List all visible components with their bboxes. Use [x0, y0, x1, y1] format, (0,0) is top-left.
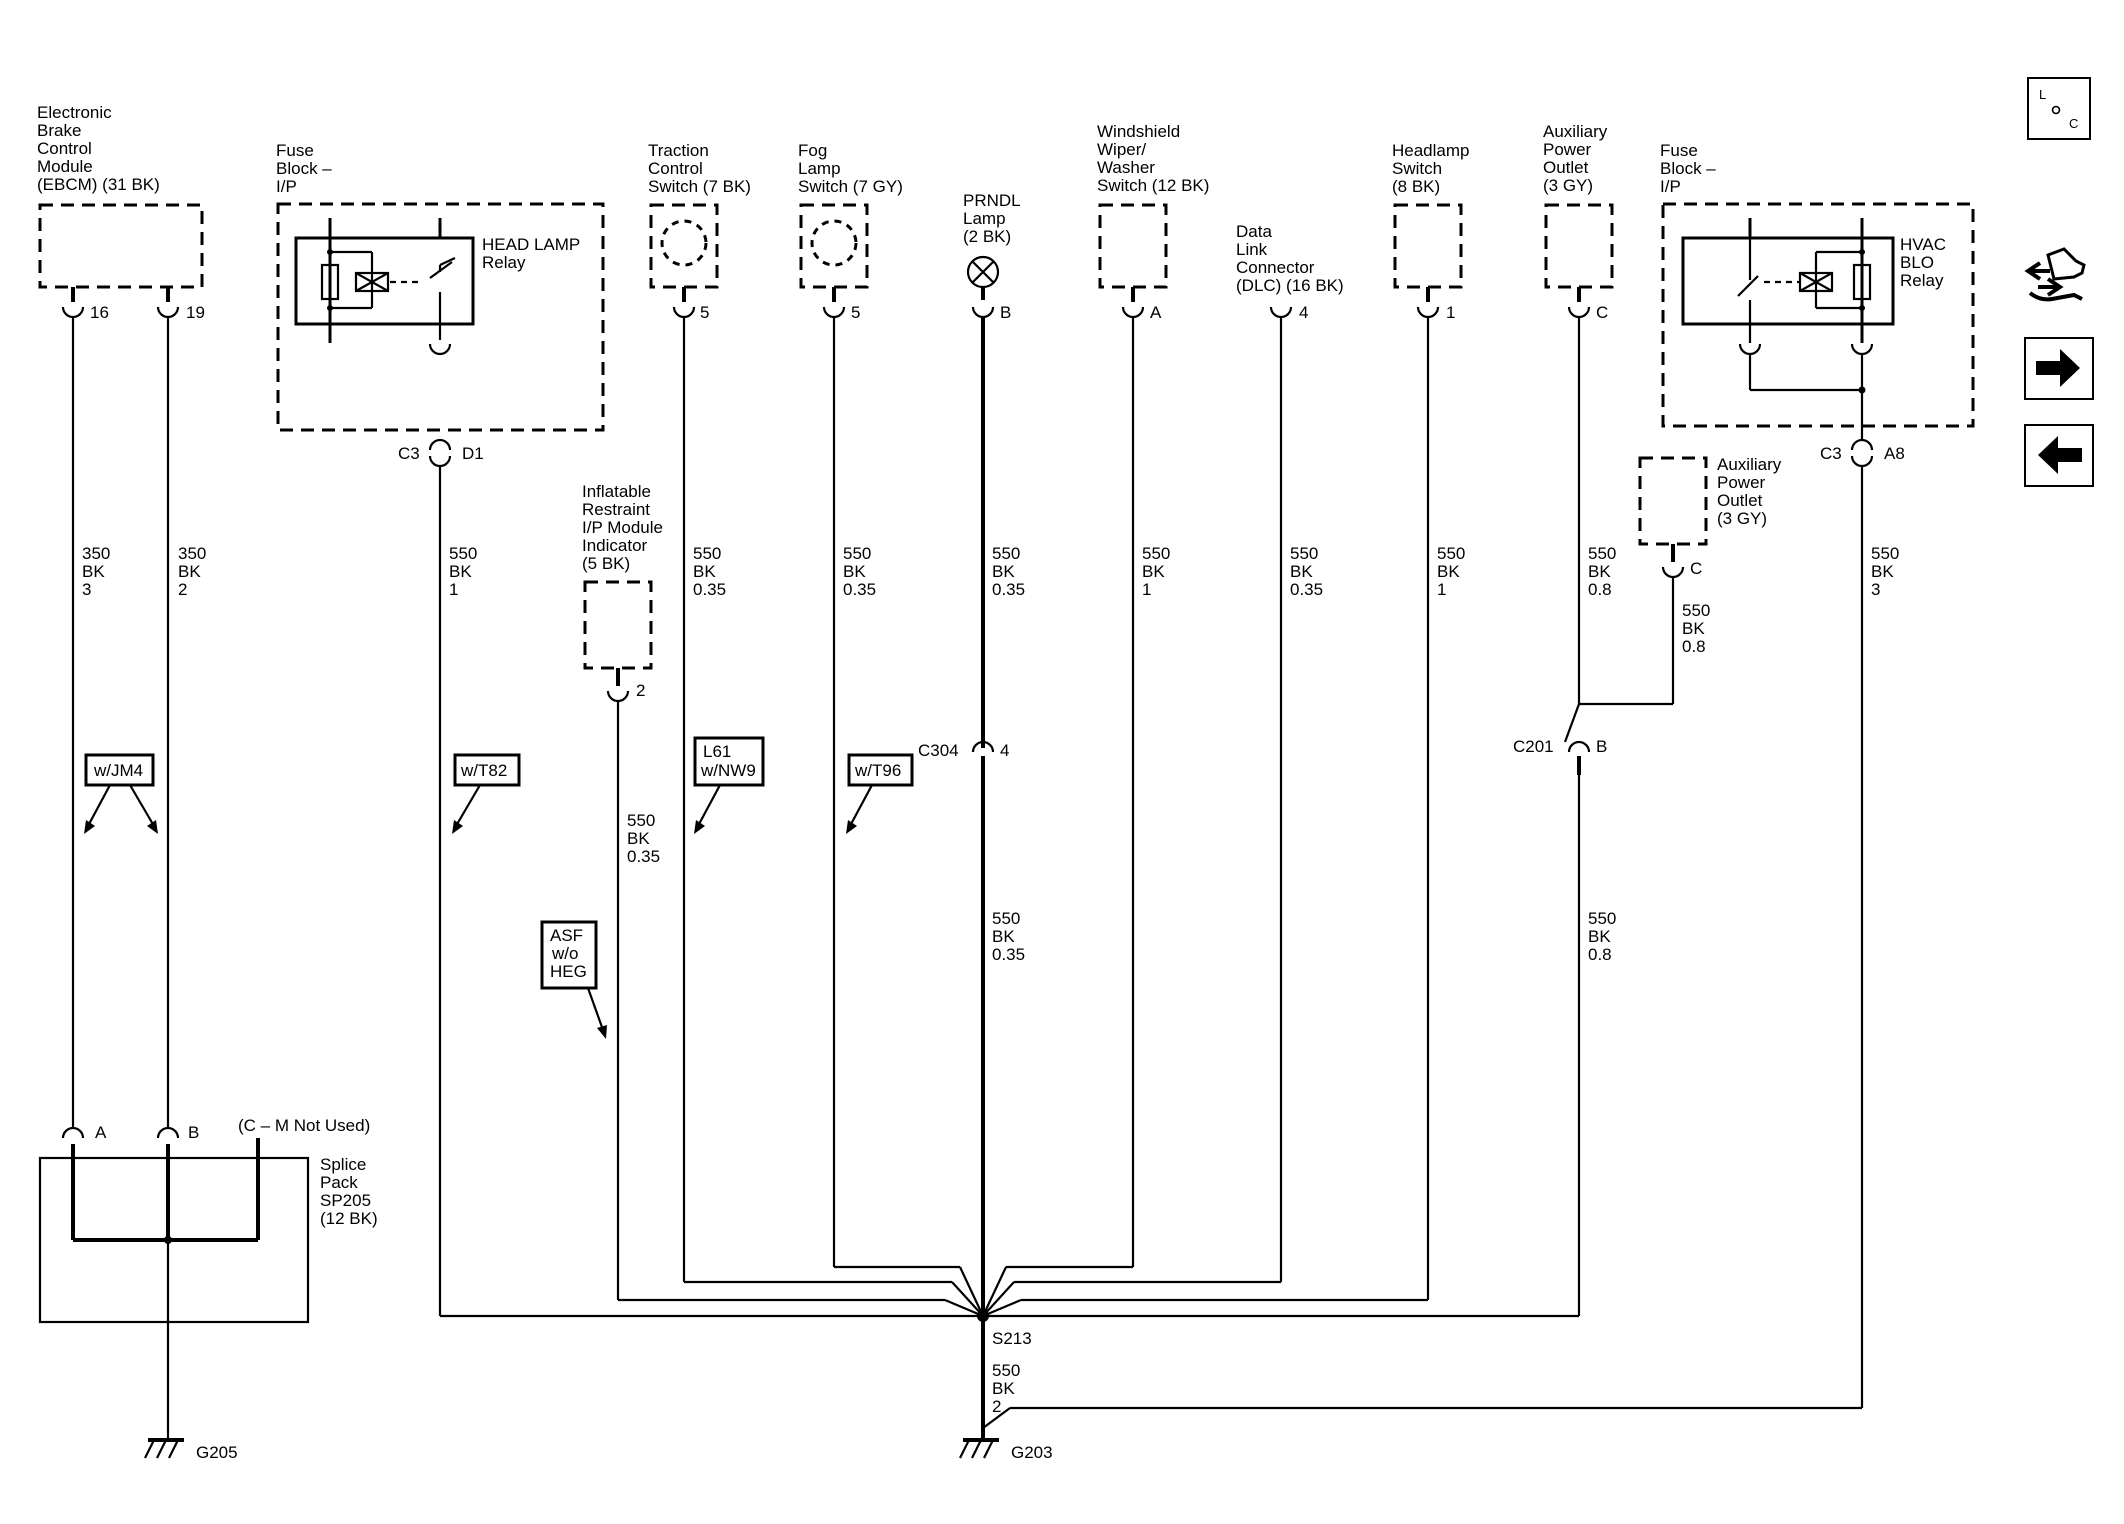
svg-text:C: C: [1690, 559, 1702, 578]
svg-text:2: 2: [636, 681, 645, 700]
head-lamp-relay: [294, 218, 475, 356]
aux-outlet-top-label: Auxiliary Power Outlet (3 GY): [1543, 122, 1612, 195]
inflatable-outline: [583, 580, 653, 670]
fuse-block-left-outline: [276, 202, 605, 432]
connector-button[interactable]: [2024, 243, 2096, 318]
svg-text:G205: G205: [196, 1443, 238, 1462]
ebcm-outline: [38, 203, 204, 289]
option-t96: w/T96: [846, 753, 914, 834]
svg-text:A: A: [1150, 303, 1162, 322]
traction-switch-symbol: [660, 219, 708, 267]
loc-button[interactable]: L C: [2027, 77, 2091, 140]
next-page-button[interactable]: [2024, 337, 2094, 400]
ground-g205: G205: [144, 1438, 238, 1462]
fuse-block-left-label: Fuse Block – I/P: [276, 141, 336, 196]
connector-icon: [2024, 247, 2086, 302]
fog-switch-symbol: [810, 219, 858, 267]
aux-outlet-top-outline: [1544, 203, 1614, 289]
svg-text:B: B: [1596, 737, 1607, 756]
svg-text:5: 5: [700, 303, 709, 322]
prndl-label: PRNDL Lamp (2 BK): [963, 191, 1025, 246]
svg-text:4: 4: [1000, 741, 1009, 760]
svg-text:D1: D1: [462, 444, 484, 463]
pin-labels: 16 19 5 5 B A 4 1 C C 2 C3 D1 C3 A8 C304…: [90, 303, 1905, 1142]
hvac-blo-relay: [1681, 218, 1895, 440]
wiper-label: Windshield Wiper/ Washer Switch (12 BK): [1097, 122, 1209, 195]
aux-outlet-mid-outline: [1638, 456, 1708, 546]
svg-text:16: 16: [90, 303, 109, 322]
fuse-block-right-label: Fuse Block – I/P: [1660, 141, 1720, 196]
option-t82: w/T82: [452, 753, 521, 834]
svg-text:L: L: [2039, 87, 2046, 102]
svg-text:B: B: [188, 1123, 199, 1142]
prev-arrow-icon: [2038, 436, 2082, 474]
traction-control-label: Traction Control Switch (7 BK): [648, 141, 751, 196]
svg-text:C3: C3: [398, 444, 420, 463]
svg-text:19: 19: [186, 303, 205, 322]
svg-text:w/JM4: w/JM4: [93, 761, 143, 780]
pin-connectors: [61, 287, 1874, 1139]
hvac-relay-label: HVAC BLO Relay: [1900, 235, 1951, 290]
svg-text:w/T96: w/T96: [854, 761, 901, 780]
option-jm4: w/JM4: [84, 753, 158, 834]
dlc-label: Data Link Connector (DLC) (16 BK): [1236, 222, 1344, 295]
svg-text:A8: A8: [1884, 444, 1905, 463]
svg-text:G203: G203: [1011, 1443, 1053, 1462]
wiper-outline: [1098, 203, 1168, 289]
svg-text:C: C: [1596, 303, 1608, 322]
svg-text:w/T82: w/T82: [460, 761, 507, 780]
svg-text:A: A: [95, 1123, 107, 1142]
headlamp-switch-label: Headlamp Switch (8 BK): [1392, 141, 1474, 196]
fog-lamp-label: Fog Lamp Switch (7 GY): [798, 141, 903, 196]
aux-outlet-mid-label: Auxiliary Power Outlet (3 GY): [1717, 455, 1786, 528]
ground-g203: G203: [959, 1438, 1053, 1462]
next-arrow-icon: [2036, 349, 2080, 387]
splice-pack-label: Splice Pack SP205 (12 BK): [320, 1155, 378, 1228]
prev-page-button[interactable]: [2024, 424, 2094, 487]
splice-s213-label: S213: [992, 1329, 1032, 1348]
splice-s213-node: [977, 1310, 989, 1322]
svg-text:4: 4: [1299, 303, 1308, 322]
splice-pack-sp205: [38, 1138, 310, 1324]
not-used-label: (C – M Not Used): [238, 1116, 370, 1135]
svg-text:C: C: [2069, 116, 2078, 131]
svg-text:C3: C3: [1820, 444, 1842, 463]
svg-text:B: B: [1000, 303, 1011, 322]
headlamp-switch-outline: [1393, 203, 1463, 289]
head-lamp-relay-label: HEAD LAMP Relay: [482, 235, 585, 272]
inflatable-label: Inflatable Restraint I/P Module Indicato…: [582, 482, 668, 573]
svg-text:1: 1: [1446, 303, 1455, 322]
fuse-block-right-outline: [1661, 202, 1975, 428]
loc-icon: L C: [2039, 87, 2078, 131]
ebcm-label: Electronic Brake Control Module (EBCM) (…: [37, 103, 160, 194]
svg-text:5: 5: [851, 303, 860, 322]
wires: [71, 317, 1864, 1440]
svg-text:C201: C201: [1513, 737, 1554, 756]
svg-text:C304: C304: [918, 741, 959, 760]
